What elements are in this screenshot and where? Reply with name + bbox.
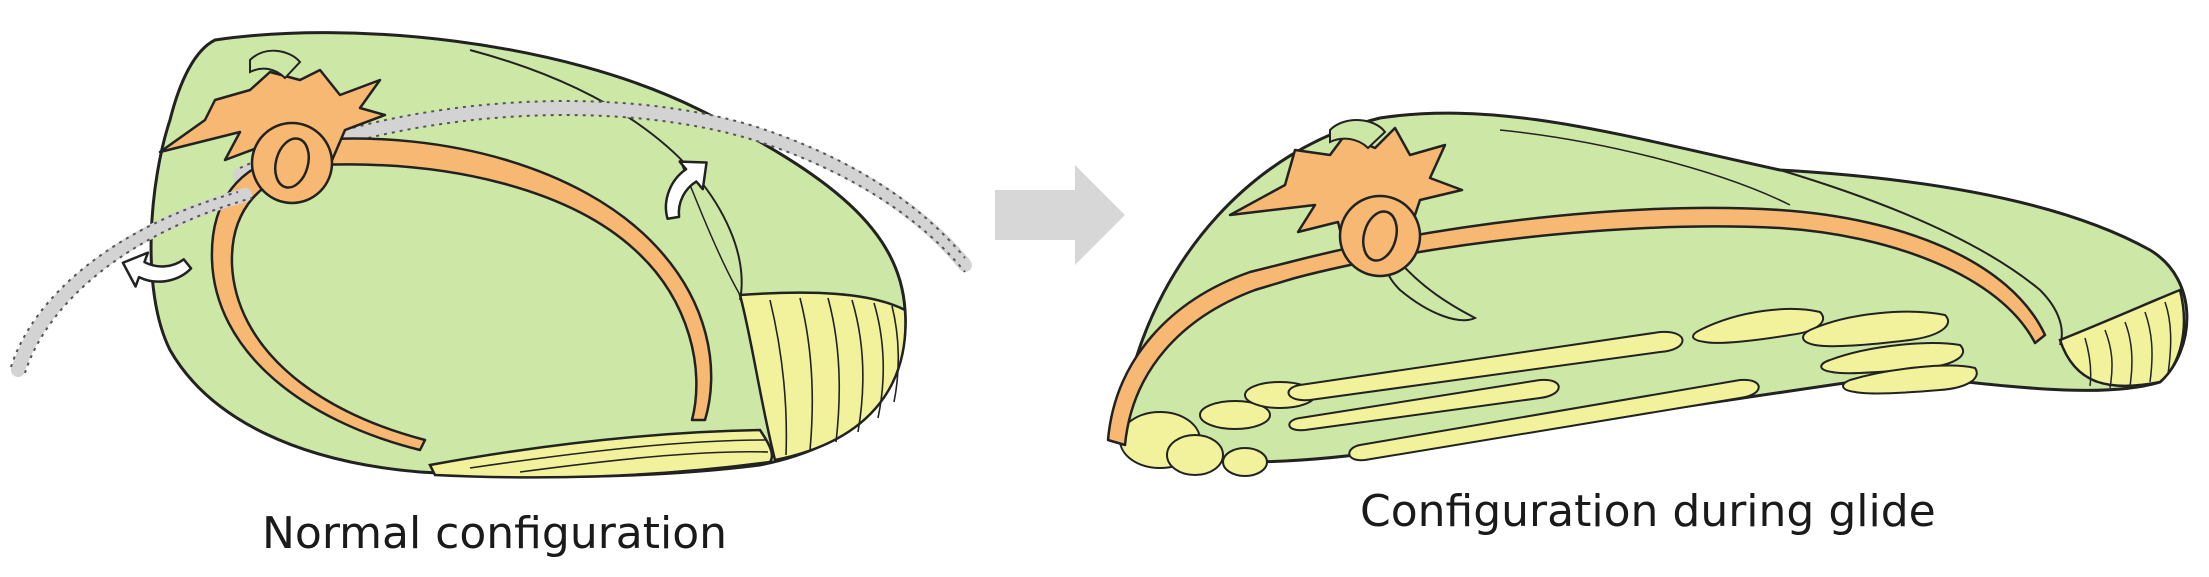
normal-configuration-caption: Normal configuration xyxy=(262,508,728,559)
left-muscle-back xyxy=(738,291,907,462)
right-arrow-icon xyxy=(995,165,1125,265)
right-dorsal-fin xyxy=(1329,119,1387,150)
normal-configuration-figure xyxy=(10,31,972,479)
right-inner-fold-2 xyxy=(1499,129,1791,206)
left-muscle-striations xyxy=(469,297,900,473)
right-eye-inner xyxy=(1361,210,1399,262)
glide-configuration-figure xyxy=(1106,111,2189,477)
right-inner-fold xyxy=(1779,169,2063,346)
left-muscle-bottom xyxy=(428,428,774,479)
right-muscle-bands xyxy=(1119,308,1978,477)
left-eye-inner xyxy=(273,137,311,189)
right-tail-striations xyxy=(2084,301,2172,389)
curved-arrow-icon xyxy=(121,251,193,288)
right-tail-muscle xyxy=(2058,288,2186,388)
curved-arrow-icon xyxy=(664,160,708,220)
right-skeleton-arch xyxy=(1106,206,2047,447)
left-dorsal-fin xyxy=(249,49,302,80)
glide-configuration-caption: Configuration during glide xyxy=(1360,486,1936,537)
left-flow-path-lower xyxy=(11,188,252,377)
left-flow-path-upper xyxy=(233,101,972,272)
